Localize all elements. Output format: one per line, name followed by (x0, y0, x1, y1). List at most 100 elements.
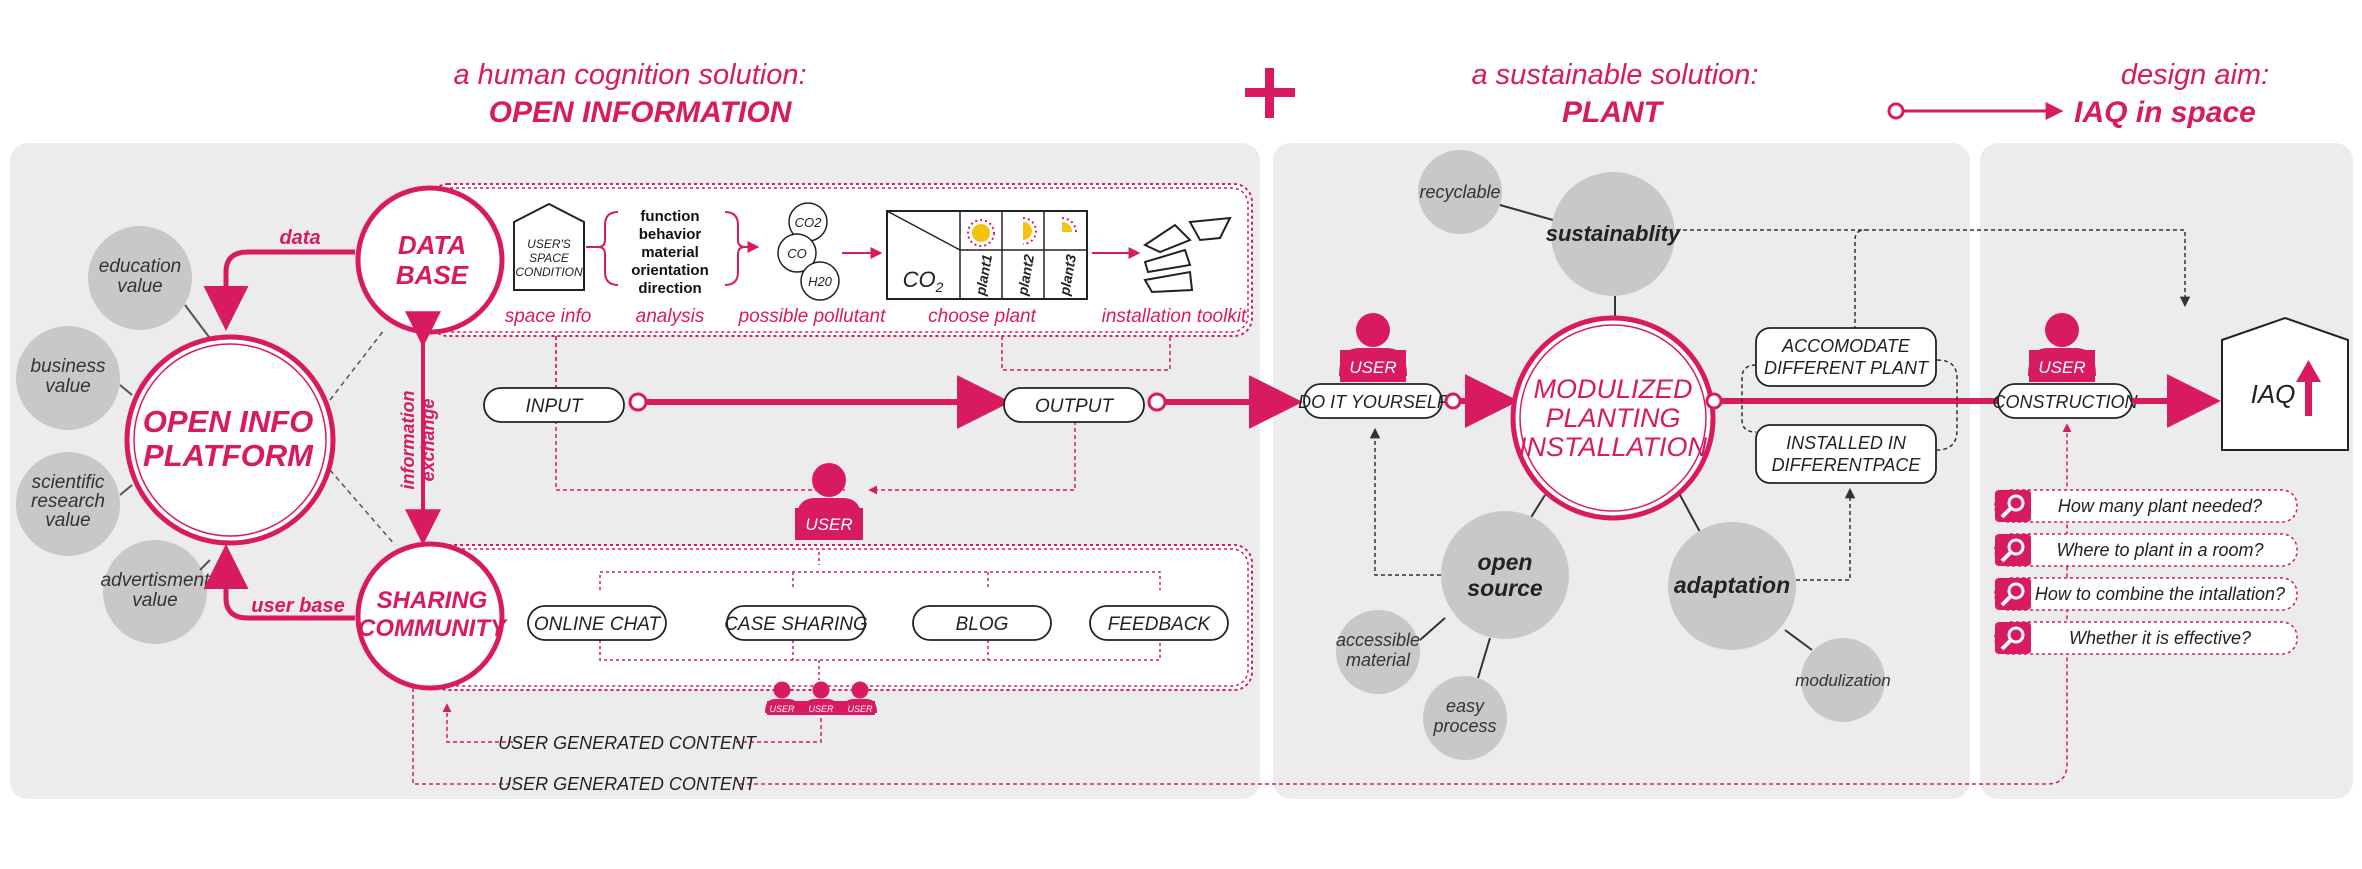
installed-line2: DIFFERENTPACE (1772, 455, 1922, 475)
magnifier-icon (2007, 538, 2025, 556)
question-box[interactable] (1994, 621, 2298, 655)
mid-header-sub: a sustainable solution: (1472, 59, 1759, 91)
small-user-label-1: USER (769, 704, 795, 714)
information-exchange-label: informationexchange (398, 391, 438, 490)
easy-line2: process (1432, 716, 1496, 736)
question-item[interactable]: How many plant needed? (1994, 489, 2298, 523)
magnifier-handle (2000, 595, 2012, 607)
pollutant-co-label: CO (787, 246, 807, 261)
exchange-line2: exchange (418, 398, 438, 481)
plant2-col: plant2 (1014, 253, 1037, 298)
user-base-arrow (203, 544, 355, 621)
community-line1: SHARING (377, 587, 488, 614)
share-case-sharing[interactable] (726, 605, 866, 641)
open-source-bubble (1441, 511, 1569, 639)
share-blog[interactable] (912, 605, 1052, 641)
step-choose-plant: choose plant (928, 306, 1036, 327)
share-feedback-label: FEEDBACK (1108, 614, 1212, 635)
platform-line2: PLATFORM (143, 438, 314, 473)
installed-node[interactable] (1755, 424, 1937, 484)
scientific-line2: research (31, 491, 105, 512)
user-base-label: user base (251, 595, 344, 617)
analysis-item: direction (638, 280, 701, 297)
sun-icon (967, 219, 995, 247)
installed-line1: INSTALLED IN (1786, 433, 1907, 453)
open-info-platform-node[interactable] (124, 334, 336, 546)
magnifier-icon (2007, 626, 2025, 644)
magnifier-handle (2000, 507, 2012, 519)
scientific-line1: scientific (32, 472, 105, 493)
plant3-col: plant3 (1056, 253, 1079, 298)
ugc-label-1: USER GENERATED CONTENT (498, 733, 758, 753)
question-item[interactable]: Where to plant in a room? (1994, 533, 2298, 567)
modulized-line1: MODULIZED (1533, 374, 1692, 404)
diy-label: DO IT YOURSELF (1298, 392, 1449, 412)
community-line2: COMMUNITY (358, 615, 508, 642)
sharing-community-node[interactable] (355, 541, 505, 691)
diy-node[interactable] (1303, 383, 1443, 419)
magnifier-icon-bg (1995, 622, 2031, 654)
adaptation-bubble (1668, 522, 1796, 650)
easy-process-bubble (1423, 676, 1507, 760)
panel-iaq (1980, 143, 2353, 799)
input-label: INPUT (526, 396, 584, 417)
iaq-label: IAQ (2251, 379, 2296, 409)
question-box[interactable] (1994, 533, 2298, 567)
share-online-chat[interactable] (527, 605, 667, 641)
magnifier-icon-bg (1995, 490, 2031, 522)
installation-toolkit-icon (1142, 216, 1232, 294)
data-label: data (279, 227, 320, 249)
step-space-info: space info (505, 306, 592, 327)
iaq-house-node[interactable] (2221, 316, 2349, 451)
left-header-sub: a human cognition solution: (453, 59, 806, 91)
modulization-bubble (1801, 638, 1885, 722)
input-node[interactable] (483, 387, 625, 423)
education-line1: education (99, 256, 181, 277)
question-item[interactable]: How to combine the intallation? (1994, 577, 2298, 611)
pollutant-h20-label: H20 (808, 274, 833, 289)
exchange-line1: information (398, 391, 418, 490)
analysis-item: behavior (639, 226, 702, 243)
accommodate-line2: DIFFERENT PLANT (1764, 358, 1930, 378)
modulization-label: modulization (1795, 671, 1890, 690)
analysis-list: functionbehaviormaterialorientationdirec… (631, 208, 709, 297)
sustainability-label: sustainablity (1546, 221, 1682, 246)
recyclable-bubble (1418, 150, 1502, 234)
mid-header-main: PLANT (1562, 96, 1665, 129)
platform-line1: OPEN INFO (143, 404, 314, 439)
half-sun-icon (1022, 217, 1037, 245)
share-feedback[interactable] (1089, 605, 1229, 641)
question-box[interactable] (1994, 577, 2298, 611)
sustainability-bubble (1551, 172, 1675, 296)
accommodate-line1: ACCOMODATE (1781, 336, 1911, 356)
accommodate-node[interactable] (1755, 327, 1937, 387)
question-text: Where to plant in a room? (2056, 540, 2263, 560)
scientific-value-bubble (16, 452, 120, 556)
magnifier-handle (2000, 639, 2012, 651)
quarter-sun-icon (1061, 217, 1077, 233)
magnifier-icon-bg (1995, 578, 2031, 610)
output-node[interactable] (1003, 387, 1145, 423)
accessible-line2: material (1346, 650, 1411, 670)
question-item[interactable]: Whether it is effective? (1994, 621, 2298, 655)
analysis-item: orientation (631, 262, 709, 279)
share-online-chat-label: ONLINE CHAT (534, 614, 662, 635)
modulized-planting-node[interactable] (1510, 315, 1716, 521)
question-list: How many plant needed? Where to plant in … (1994, 489, 2298, 655)
question-text: Whether it is effective? (2069, 628, 2251, 648)
open-source-line2: source (1467, 575, 1543, 601)
modulized-line2: PLANTING (1545, 403, 1680, 433)
construction-user-label: USER (2038, 358, 2085, 377)
question-box[interactable] (1994, 489, 2298, 523)
question-text: How many plant needed? (2058, 496, 2262, 516)
small-user-label-3: USER (847, 704, 873, 714)
accessible-line1: accessible (1336, 630, 1420, 650)
